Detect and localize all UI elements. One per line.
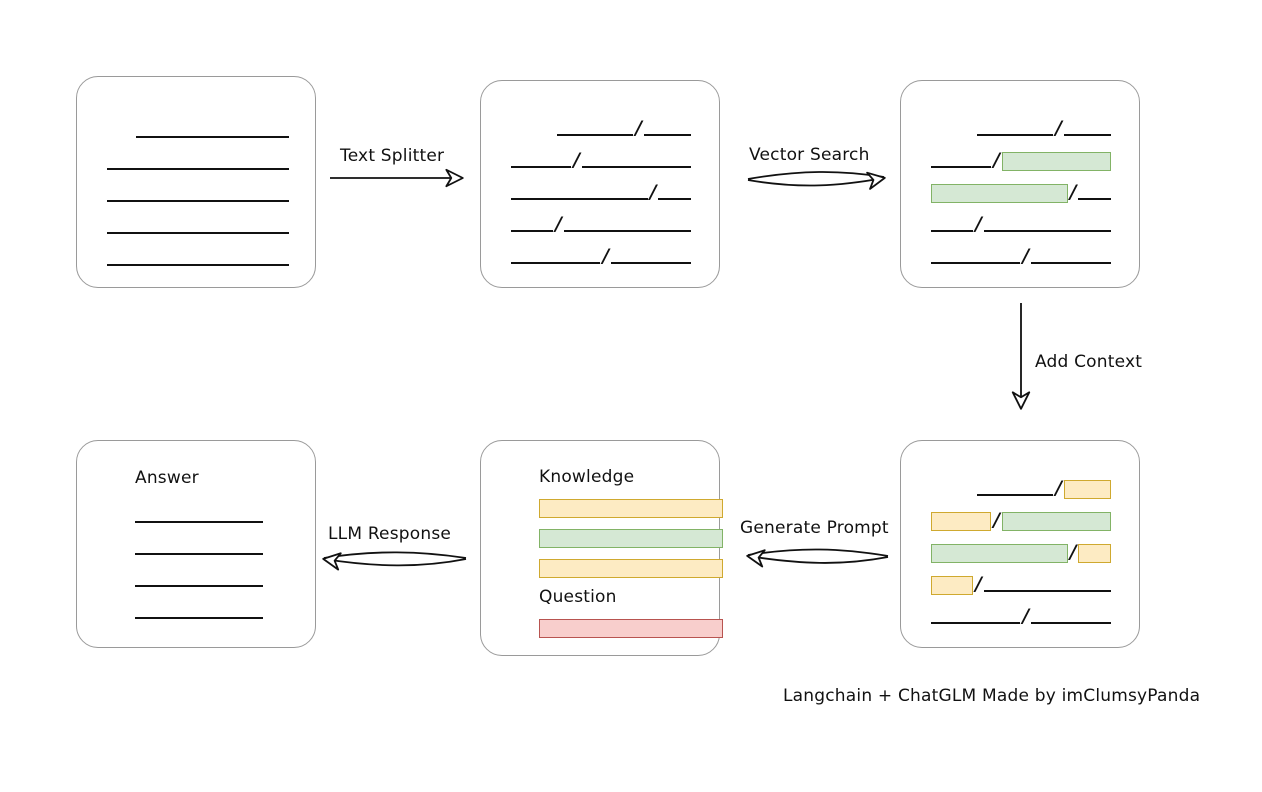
arrow-llm-response xyxy=(322,551,467,571)
context-chunk-highlight xyxy=(931,512,992,531)
split-line-row: / xyxy=(511,107,693,139)
document-line-row xyxy=(107,173,289,205)
context-line-row: / xyxy=(931,499,1113,531)
prompt-box[interactable]: Knowledge Question xyxy=(480,440,723,656)
edge-label-llm-response: LLM Response xyxy=(328,524,452,544)
split-line-row: / xyxy=(511,171,693,203)
separator-slash: / xyxy=(1054,117,1062,139)
separator-slash: / xyxy=(993,149,1000,171)
separator-slash: / xyxy=(1022,245,1030,267)
separator-slash: / xyxy=(1022,605,1030,627)
split-line-row: / xyxy=(511,235,693,267)
answer-label: Answer xyxy=(135,468,199,488)
context-document-box[interactable]: / / / / xyxy=(900,440,1140,648)
answer-line-row xyxy=(135,590,263,622)
question-label: Question xyxy=(539,587,617,607)
diagram-caption: Langchain + ChatGLM Made by imClumsyPand… xyxy=(783,686,1201,706)
context-chunk-highlight xyxy=(931,576,973,595)
separator-slash: / xyxy=(993,509,1000,531)
retrieved-line-row: / xyxy=(931,107,1113,139)
knowledge-bar xyxy=(539,499,723,518)
edge-label-vector-search: Vector Search xyxy=(749,145,870,165)
split-line-row: / xyxy=(511,203,693,235)
arrow-vector-search xyxy=(747,171,886,190)
context-line-row: / xyxy=(931,563,1113,595)
separator-slash: / xyxy=(634,117,642,139)
separator-slash: / xyxy=(974,213,982,235)
edge-label-add-context: Add Context xyxy=(1035,352,1143,372)
separator-slash: / xyxy=(554,213,562,235)
context-chunk-highlight xyxy=(1063,480,1112,499)
document-line-row xyxy=(107,237,289,269)
split-line-row: / xyxy=(511,139,693,171)
retrieved-line-row: / xyxy=(931,171,1113,203)
knowledge-label: Knowledge xyxy=(539,467,635,487)
separator-slash: / xyxy=(974,573,982,595)
document-line-row xyxy=(107,205,289,237)
question-bar xyxy=(539,619,723,638)
separator-slash: / xyxy=(1054,477,1062,499)
vector-search-result-box[interactable]: / / / / xyxy=(900,80,1140,288)
source-document-box[interactable] xyxy=(76,76,316,288)
context-chunk-highlight xyxy=(1002,512,1112,531)
document-line-row xyxy=(107,109,289,141)
separator-slash: / xyxy=(1069,541,1077,563)
document-line-row xyxy=(107,141,289,173)
split-document-box[interactable]: / / / / xyxy=(480,80,720,288)
answer-line-row xyxy=(135,558,263,590)
retrieved-line-row: / xyxy=(931,139,1113,171)
separator-slash: / xyxy=(602,245,610,267)
context-chunk-highlight xyxy=(931,544,1068,563)
context-line-row: / xyxy=(931,595,1113,627)
answer-box[interactable]: Answer xyxy=(76,440,316,648)
context-line-row: / xyxy=(931,467,1113,499)
separator-slash: / xyxy=(649,181,657,203)
knowledge-bar xyxy=(539,559,723,578)
edge-label-generate-prompt: Generate Prompt xyxy=(740,518,889,538)
separator-slash: / xyxy=(1069,181,1077,203)
knowledge-bar xyxy=(539,529,723,548)
separator-slash: / xyxy=(573,149,580,171)
answer-line-row xyxy=(135,494,263,526)
context-line-row: / xyxy=(931,531,1113,563)
retrieved-chunk-highlight xyxy=(931,184,1068,203)
retrieved-line-row: / xyxy=(931,203,1113,235)
edge-label-text-splitter: Text Splitter xyxy=(340,146,445,166)
answer-line-row xyxy=(135,526,263,558)
retrieved-chunk-highlight xyxy=(1002,152,1112,171)
context-chunk-highlight xyxy=(1078,544,1112,563)
retrieved-line-row: / xyxy=(931,235,1113,267)
arrow-generate-prompt xyxy=(746,548,889,568)
